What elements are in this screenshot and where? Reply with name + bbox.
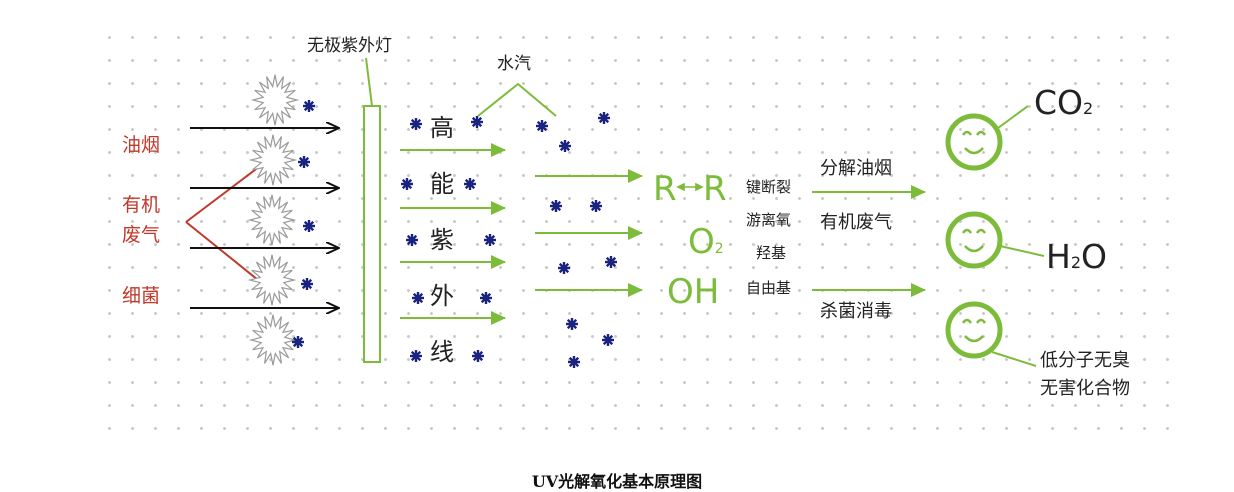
star-icon [559, 140, 571, 152]
star-icon [568, 356, 580, 368]
burst-icon [250, 74, 300, 126]
star-icon [303, 100, 315, 112]
input-label-oil-smoke: 油烟 [122, 134, 161, 156]
smiley-face-icon [945, 113, 1003, 171]
output-h2o: H2O [1046, 237, 1107, 276]
water-vapor-leader [477, 82, 557, 117]
star-icon [472, 350, 484, 362]
output-leaders [991, 105, 1045, 367]
radical-oh: OH [667, 272, 720, 312]
input-label-organic: 有机 [122, 194, 161, 216]
star-icon [566, 318, 578, 330]
process-sterilize: 杀菌消毒 [820, 301, 892, 322]
star-icon [550, 200, 562, 212]
smiley-face-icon [945, 301, 1003, 359]
star-icon [292, 336, 304, 348]
star-icon [558, 262, 570, 274]
star-icon [484, 234, 496, 246]
star-icon [480, 292, 492, 304]
smiley-faces [945, 113, 1003, 359]
water-vapor-label: 水汽 [497, 54, 531, 74]
star-icon [406, 234, 418, 246]
rr-bond-arrow [676, 182, 704, 192]
input-arrows [190, 128, 338, 308]
uv-char-purple: 紫 [430, 226, 454, 254]
output-harmless-compound: 无害化合物 [1040, 378, 1130, 399]
radical-r-left: R [653, 169, 677, 209]
input-fork-lines [185, 159, 269, 289]
process-arrows [812, 185, 926, 297]
output-low-molecule: 低分子无臭 [1040, 350, 1130, 371]
reaction-free-radical: 自由基 [746, 279, 792, 297]
star-icon [410, 350, 422, 362]
star-icon [303, 220, 315, 232]
reaction-bond-break: 键断裂 [746, 178, 792, 196]
star-icon [464, 178, 476, 190]
output-co2: CO2 [1034, 83, 1094, 122]
star-icon [401, 178, 413, 190]
figure-caption: UV光解氧化基本原理图 [531, 472, 703, 491]
star-icon [412, 292, 424, 304]
radical-o2: O2 [688, 222, 724, 262]
radical-r-right: R [703, 169, 727, 209]
reaction-free-oxygen: 游离氧 [746, 211, 792, 229]
star-icon [410, 118, 422, 130]
uv-char-high: 高 [430, 114, 454, 142]
uv-lamp-tube [363, 105, 381, 363]
uv-char-outer: 外 [430, 282, 454, 310]
reaction-hydroxyl: 羟基 [756, 244, 787, 262]
molecule-stars [292, 100, 617, 368]
star-icon [602, 334, 614, 346]
input-label-waste-gas: 废气 [122, 224, 161, 246]
star-icon [471, 116, 483, 128]
star-icon [598, 112, 610, 124]
input-label-bacteria: 细菌 [122, 285, 161, 307]
star-icon [536, 120, 548, 132]
process-decompose: 分解油烟 [820, 158, 892, 179]
star-icon [298, 156, 310, 168]
uv-beam-arrows [400, 143, 506, 325]
star-icon [605, 256, 617, 268]
particle-bursts [247, 74, 300, 366]
burst-icon [248, 134, 298, 186]
uv-lamp-label: 无极紫外灯 [307, 36, 392, 56]
uv-lamp-leader [365, 57, 373, 107]
burst-icon [248, 314, 298, 366]
burst-icon [247, 194, 297, 246]
process-organic-gas: 有机废气 [820, 212, 892, 233]
star-icon [301, 278, 313, 290]
star-icon [590, 200, 602, 212]
radical-arrows [535, 169, 643, 297]
burst-icon [247, 254, 297, 306]
uv-char-energy: 能 [430, 170, 454, 198]
smiley-face-icon [945, 211, 1003, 269]
uv-char-line: 线 [430, 338, 454, 366]
